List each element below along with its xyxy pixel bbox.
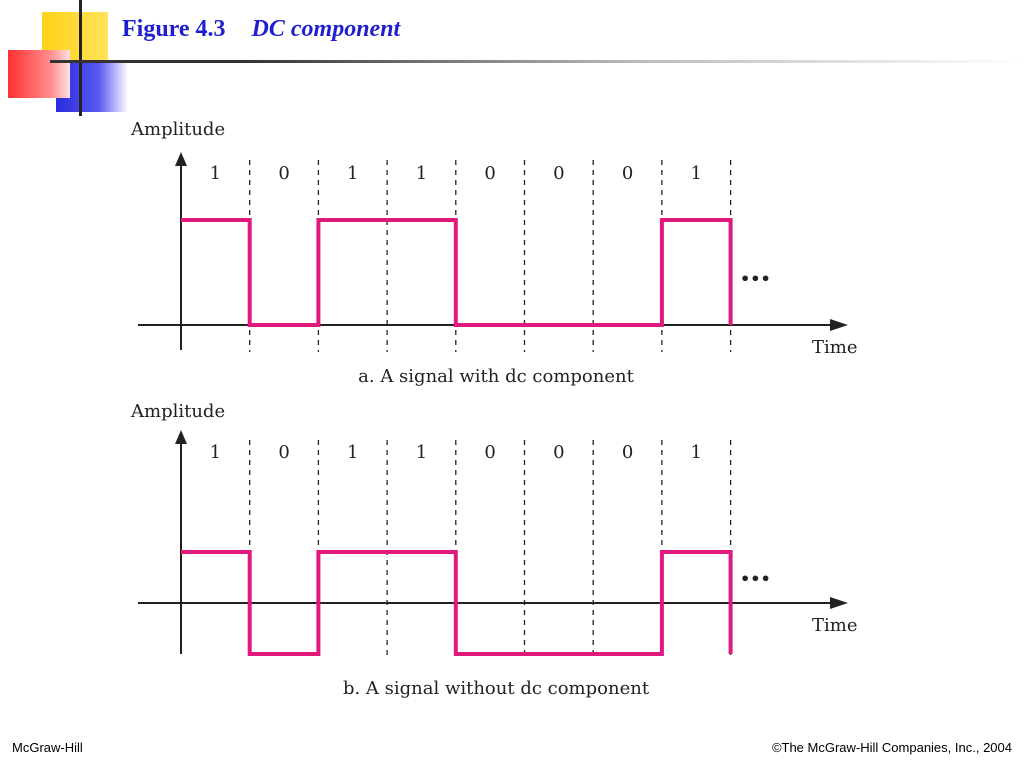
bit-label: 1 [416, 442, 427, 463]
bit-label: 0 [278, 163, 289, 184]
panel-b: Amplitude Time b. A signal without dc co… [130, 401, 857, 699]
decor-vertical-line [79, 0, 82, 116]
bit-label: 1 [416, 163, 427, 184]
y-axis-arrow [175, 152, 187, 166]
bit-label: 0 [484, 442, 495, 463]
panel-b-axes [138, 430, 848, 654]
figure-number: Figure 4.3 [122, 16, 226, 42]
bit-label: 1 [210, 442, 221, 463]
panel-b-signal [181, 550, 733, 656]
panel-b-ylabel: Amplitude [130, 401, 225, 422]
bit-label: 1 [347, 163, 358, 184]
slide-title: Figure 4.3 DC component [122, 16, 400, 43]
panel-b-dividers [249, 440, 732, 655]
bit-label: 0 [278, 442, 289, 463]
panel-a: Amplitude Time a. A signal with dc compo… [130, 119, 857, 387]
panel-a-caption: a. A signal with dc component [358, 366, 634, 387]
panel-b-caption: b. A signal without dc component [343, 678, 650, 699]
bit-label: 1 [691, 163, 702, 184]
bit-label: 0 [553, 163, 564, 184]
bit-label: 0 [484, 163, 495, 184]
panel-b-bit-labels: 1 0 1 1 0 0 0 1 [210, 442, 702, 463]
bit-label: 1 [347, 442, 358, 463]
y-axis-arrow [175, 430, 187, 444]
panel-b-continuation: ••• [740, 569, 771, 588]
bit-label: 1 [691, 442, 702, 463]
panel-b-xlabel: Time [812, 615, 857, 636]
decor-red-square [8, 50, 70, 98]
bit-label: 1 [210, 163, 221, 184]
panel-a-ylabel: Amplitude [130, 119, 225, 140]
bit-label: 0 [622, 163, 633, 184]
x-axis-arrow [830, 597, 848, 609]
footer-publisher: McGraw-Hill [12, 740, 83, 755]
panel-a-xlabel: Time [812, 337, 857, 358]
figure-caption: DC component [251, 16, 401, 42]
x-axis-arrow [830, 319, 848, 331]
title-rule [50, 60, 1024, 63]
panel-a-signal [181, 218, 733, 327]
bit-label: 0 [622, 442, 633, 463]
panel-a-bit-labels: 1 0 1 1 0 0 0 1 [210, 163, 702, 184]
bit-label: 0 [553, 442, 564, 463]
footer-copyright: ©The McGraw-Hill Companies, Inc., 2004 [771, 740, 1012, 755]
panel-a-continuation: ••• [740, 269, 771, 288]
